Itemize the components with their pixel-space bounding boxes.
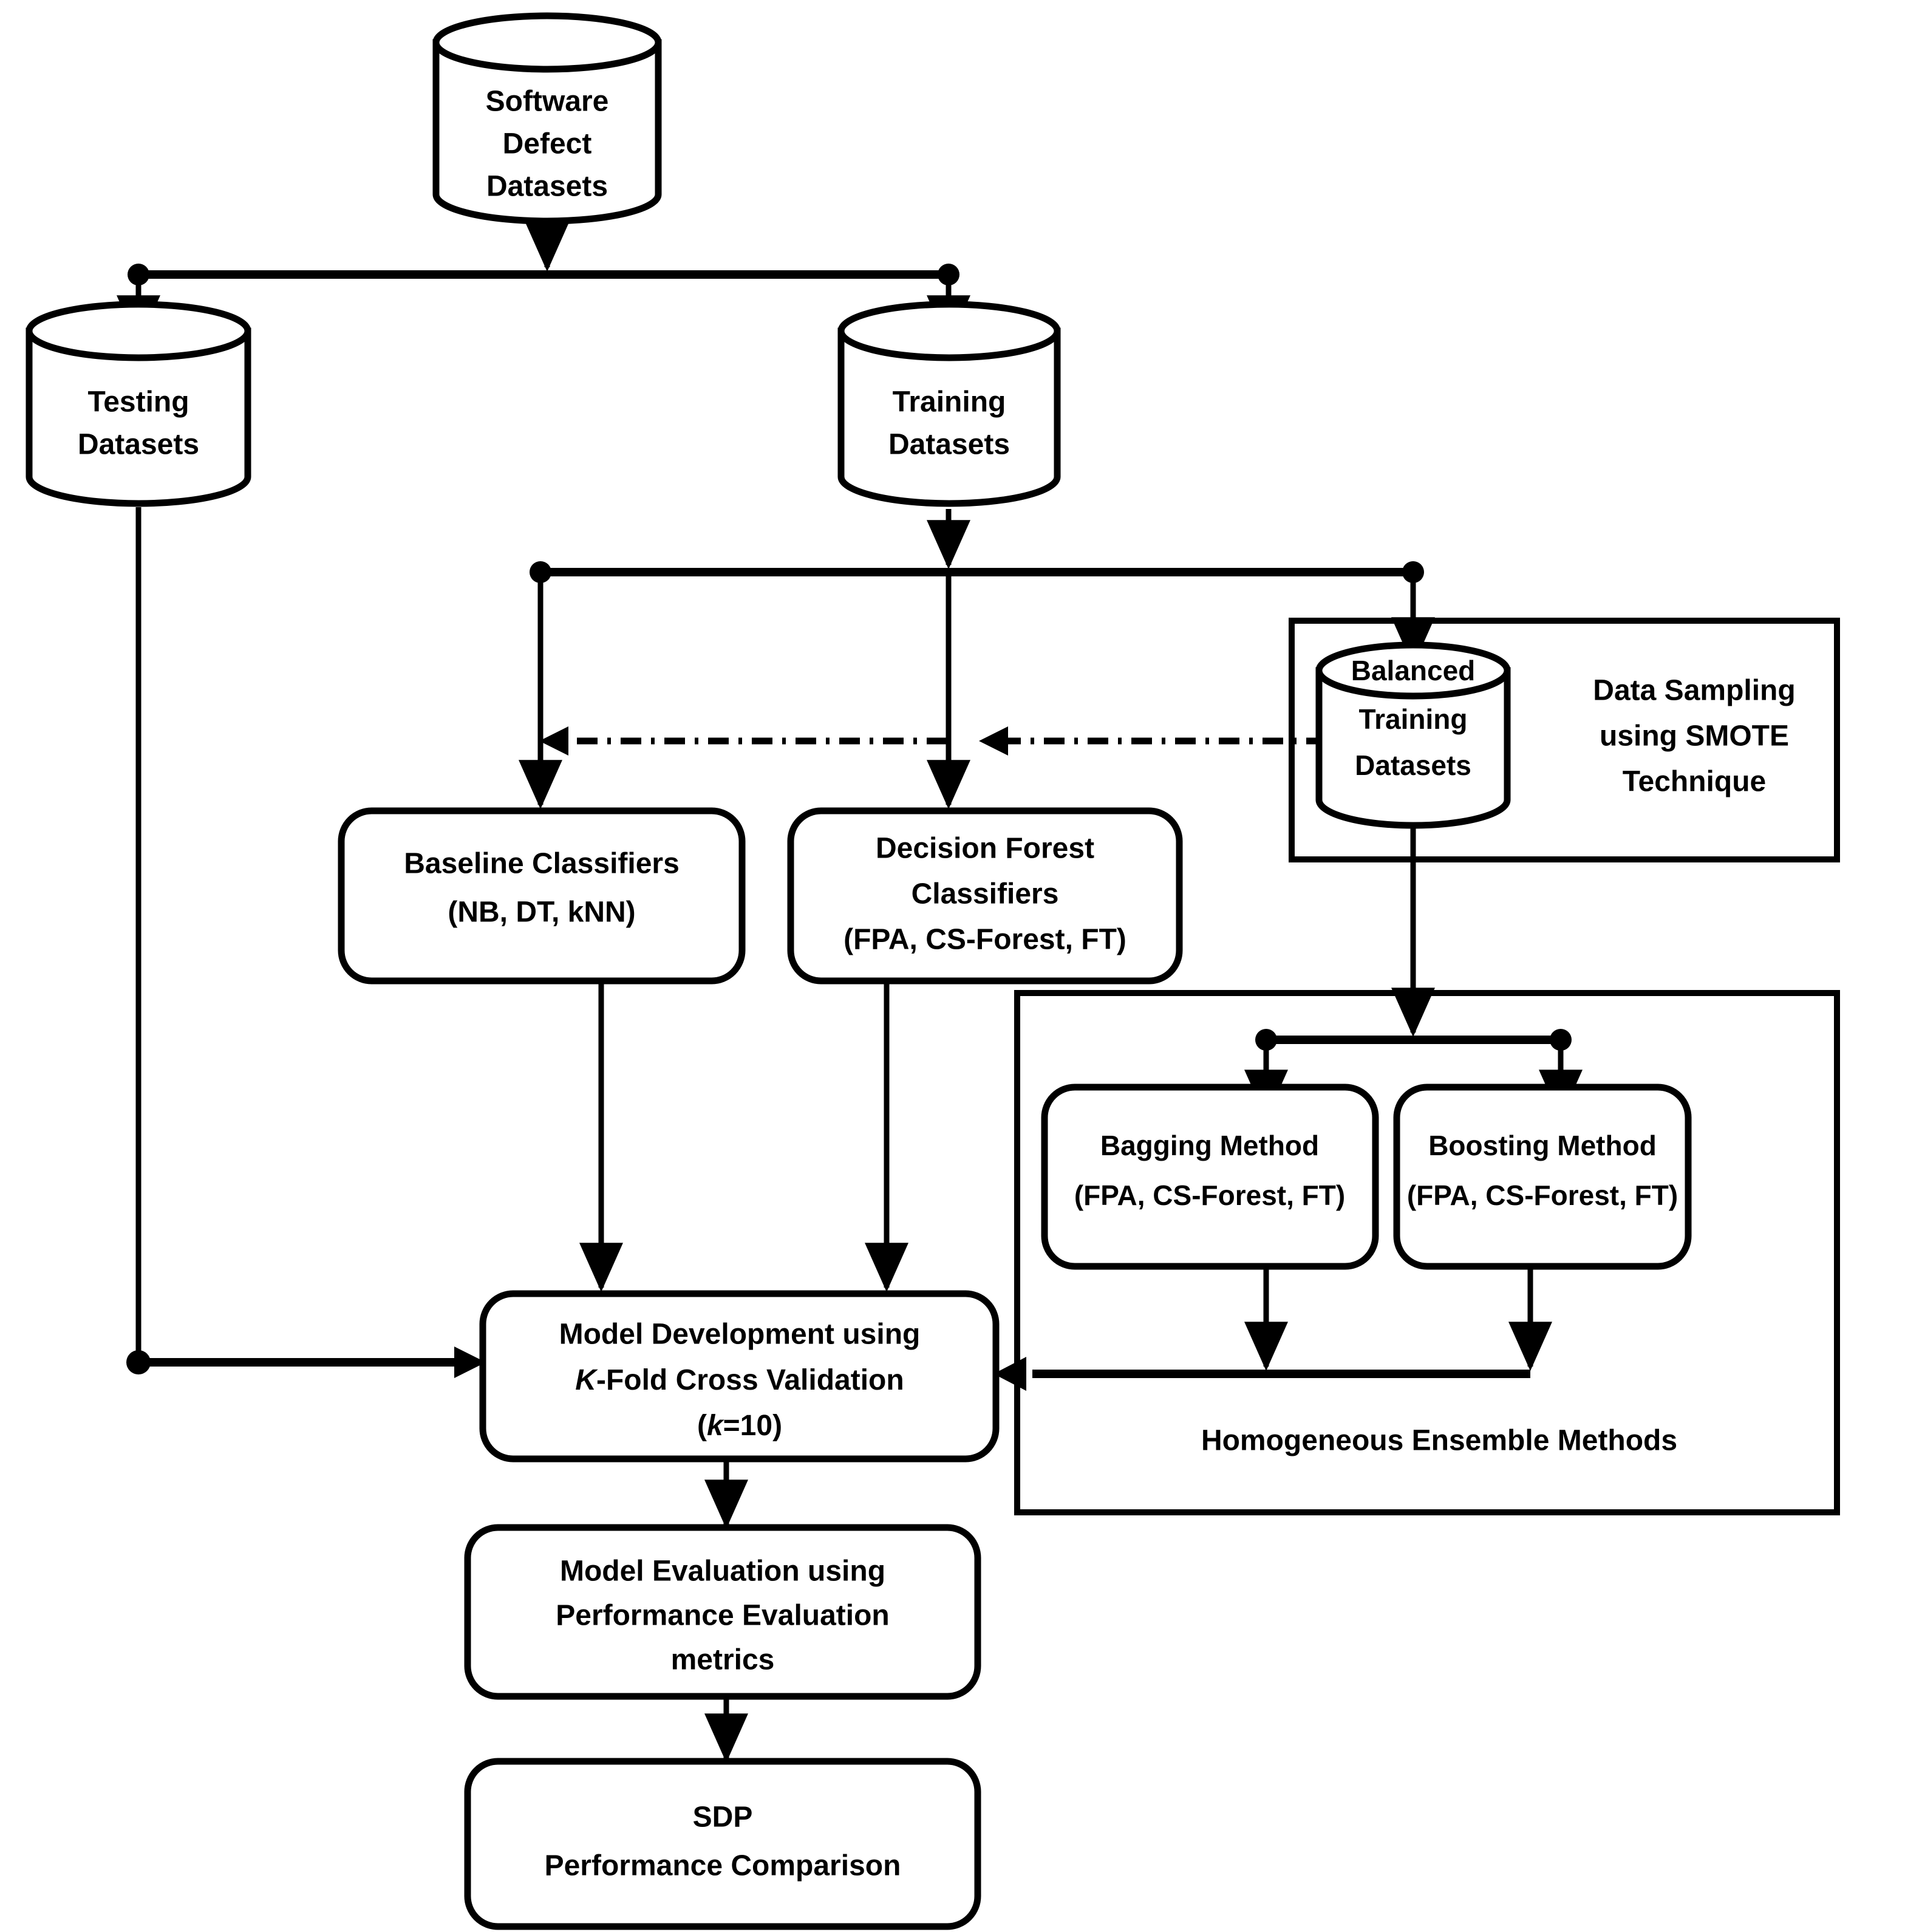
modeldev-line3-rest: =10)	[723, 1410, 782, 1442]
boosting-line-2: (FPA, CS-Forest, FT)	[1407, 1179, 1678, 1211]
node-model-development[interactable]: Model Development using K-Fold Cross Val…	[479, 1290, 1000, 1463]
modeldev-line-2: K-Fold Cross Validation	[575, 1364, 904, 1396]
node-decision-forest-classifiers[interactable]: Decision Forest Classifiers (FPA, CS-For…	[787, 807, 1183, 985]
bagging-line-1: Bagging Method	[1100, 1130, 1319, 1161]
boosting-line-1: Boosting Method	[1428, 1130, 1657, 1161]
balanced-line-3: Datasets	[1355, 749, 1471, 781]
label-data-sampling-smote: Data Sampling using SMOTE Technique	[1593, 675, 1795, 798]
smote-line-1: Data Sampling	[1593, 675, 1795, 707]
df-line-3: (FPA, CS-Forest, FT)	[843, 924, 1126, 956]
node-model-evaluation[interactable]: Model Evaluation using Performance Evalu…	[464, 1524, 981, 1700]
edge-testing-to-model-dev	[126, 507, 486, 1378]
node-software-defect-datasets[interactable]: Software Defect Datasets	[432, 12, 662, 225]
edge-ensemble-to-model-dev	[993, 1266, 1552, 1391]
df-line-2: Classifiers	[912, 878, 1059, 910]
node-boosting-method[interactable]: Boosting Method (FPA, CS-Forest, FT)	[1393, 1084, 1692, 1270]
label-homogeneous-ensemble-methods: Homogeneous Ensemble Methods	[1201, 1425, 1677, 1457]
eval-line-2: Performance Evaluation	[556, 1600, 890, 1632]
smote-line-3: Technique	[1623, 766, 1766, 798]
training-line-1: Training	[893, 386, 1006, 418]
modeldev-line-1: Model Development using	[559, 1319, 921, 1351]
modeldev-line-3: (k=10)	[697, 1410, 782, 1442]
feedback-arrow-decision-forest	[979, 726, 1008, 756]
rail-arrow-model-dev	[454, 1347, 486, 1378]
modeldev-line-2-rest: -Fold Cross Validation	[596, 1364, 904, 1396]
edge-training-to-split2	[519, 509, 1435, 810]
modeldev-k-italic: K	[575, 1364, 598, 1396]
node-baseline-classifiers[interactable]: Baseline Classifiers (NB, DT, kNN)	[338, 807, 746, 985]
sdd-line-2: Defect	[503, 128, 592, 160]
df-line-1: Decision Forest	[876, 833, 1094, 865]
edge-sdd-to-split1	[117, 210, 970, 345]
feedback-arrow-baseline	[539, 726, 568, 756]
balanced-line-1: Balanced	[1351, 655, 1476, 686]
baseline-line-2: (NB, DT, kNN)	[448, 896, 635, 929]
smote-line-2: using SMOTE	[1600, 720, 1789, 753]
node-balanced-training-datasets[interactable]: Balanced Training Datasets	[1315, 641, 1511, 829]
node-testing-datasets[interactable]: Testing Datasets	[26, 301, 251, 507]
edge-classifiers-to-model-dev	[579, 984, 908, 1292]
sdd-line-1: Software	[486, 86, 609, 118]
eval-line-1: Model Evaluation using	[560, 1555, 885, 1588]
modeldev-line3-k-italic: k	[707, 1410, 724, 1442]
sdp-line-2: Performance Comparison	[545, 1850, 901, 1882]
baseline-line-1: Baseline Classifiers	[404, 848, 680, 880]
edge-smote-feedback	[539, 726, 1327, 756]
edge-balanced-to-ensemble	[1244, 826, 1583, 1119]
smote-container	[1289, 618, 1840, 862]
merge-arrow-model-dev	[993, 1357, 1026, 1391]
testing-line-1: Testing	[87, 386, 189, 418]
modeldev-line3-open: (	[697, 1410, 707, 1442]
testing-line-2: Datasets	[78, 429, 199, 461]
sdp-line-1: SDP	[693, 1801, 753, 1834]
node-bagging-method[interactable]: Bagging Method (FPA, CS-Forest, FT)	[1041, 1084, 1379, 1270]
training-line-2: Datasets	[888, 429, 1010, 461]
balanced-line-2: Training	[1359, 703, 1468, 735]
node-training-datasets[interactable]: Training Datasets	[837, 301, 1061, 507]
eval-line-3: metrics	[671, 1644, 775, 1676]
node-sdp-performance-comparison[interactable]: SDP Performance Comparison	[464, 1758, 981, 1930]
ensemble-label-text: Homogeneous Ensemble Methods	[1201, 1425, 1677, 1457]
bagging-line-2: (FPA, CS-Forest, FT)	[1074, 1179, 1345, 1211]
sdd-line-3: Datasets	[486, 171, 608, 203]
